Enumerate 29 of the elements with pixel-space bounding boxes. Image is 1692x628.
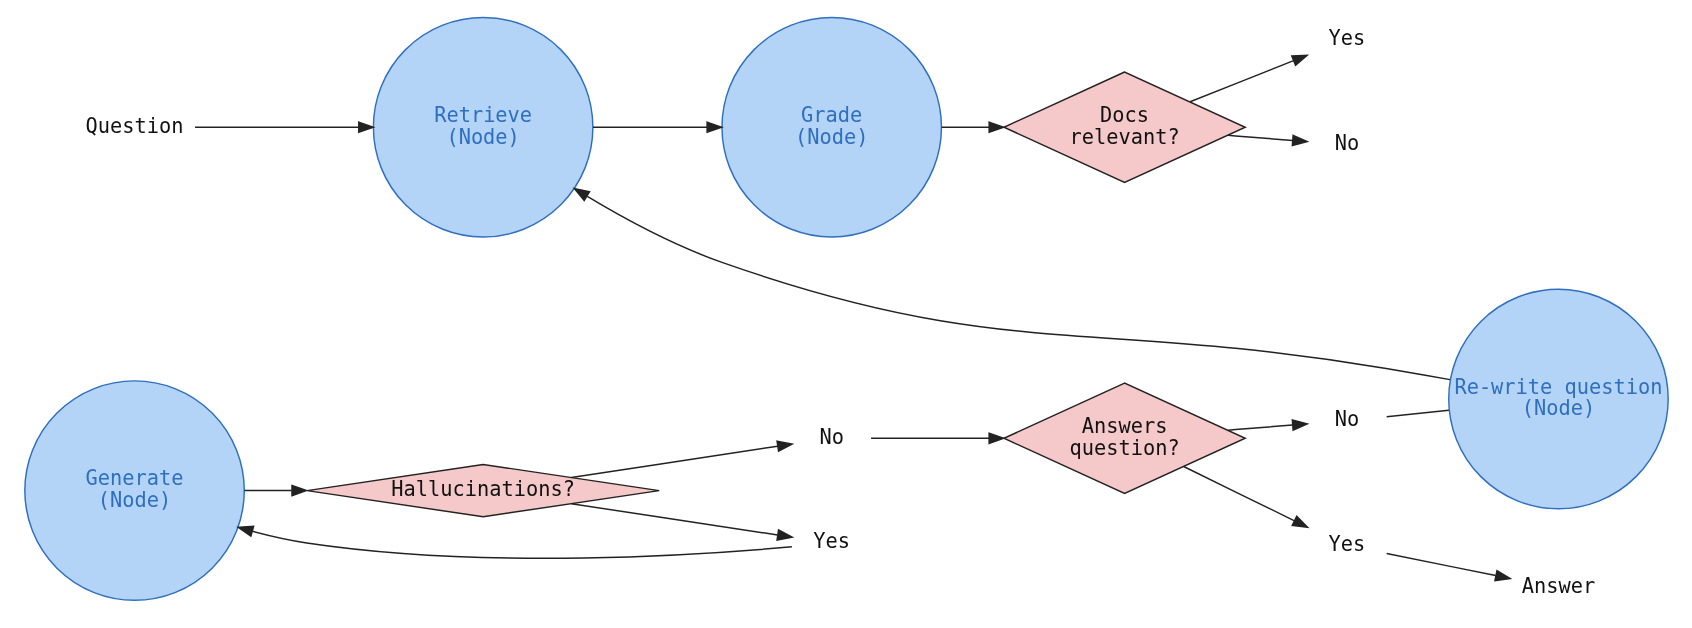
arrow: [570, 503, 794, 541]
arrow: [572, 187, 1451, 381]
arrow: [591, 121, 724, 134]
node-text: No: [818, 424, 844, 449]
arrow: [570, 440, 794, 479]
node-text: Yes: [1328, 532, 1365, 557]
node-circle: Generate (Node): [23, 380, 245, 602]
arrow: [1226, 134, 1309, 147]
arrow: [869, 432, 1006, 445]
arrow: [1182, 465, 1310, 529]
arrow: [1188, 54, 1309, 103]
node-diamond: Answers question?: [1001, 382, 1247, 495]
arrow: [1385, 552, 1512, 582]
connector: [1385, 409, 1450, 418]
node-diamond: Docs relevant?: [1001, 71, 1247, 184]
node-circle: Re-write question (Node): [1447, 288, 1669, 510]
node-circle: Grade (Node): [720, 16, 942, 238]
arrow: [193, 121, 375, 134]
node-text: Yes: [812, 529, 850, 554]
arrow: [1226, 419, 1309, 432]
arrow: [235, 525, 793, 559]
node-text: Answer: [1521, 574, 1595, 599]
node-text: No: [1334, 131, 1359, 156]
node-diamond: Hallucinations?: [305, 463, 660, 518]
node-text: Yes: [1328, 26, 1365, 51]
node-text: Question: [85, 113, 184, 138]
arrow: [243, 484, 309, 497]
arrow: [940, 121, 1006, 134]
node-text: No: [1334, 407, 1359, 432]
